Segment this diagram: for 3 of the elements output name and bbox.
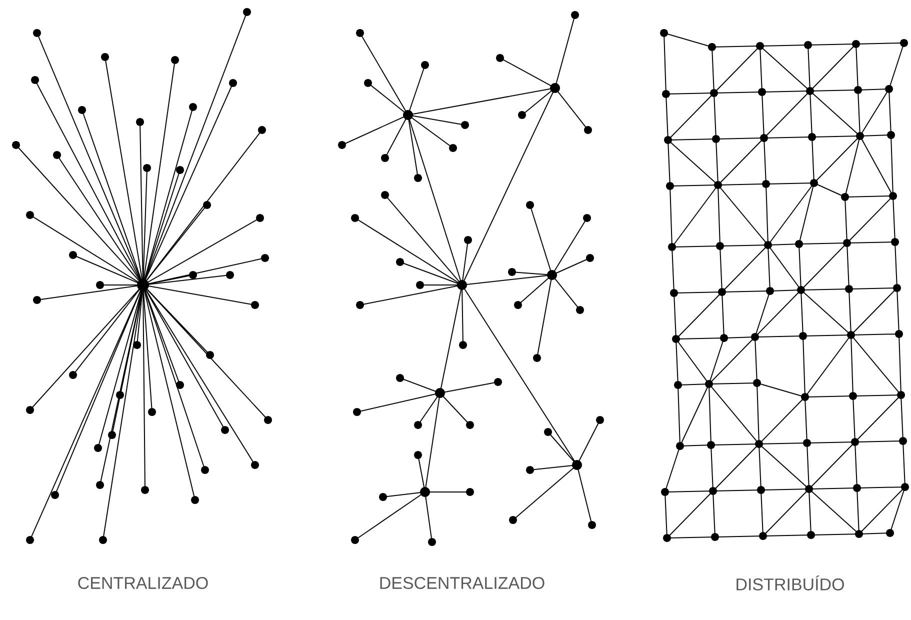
network-label: CENTRALIZADO — [78, 576, 208, 589]
network-label: DISTRIBUÍDO — [736, 576, 844, 590]
network-label: DESCENTRALIZADO — [380, 576, 544, 589]
